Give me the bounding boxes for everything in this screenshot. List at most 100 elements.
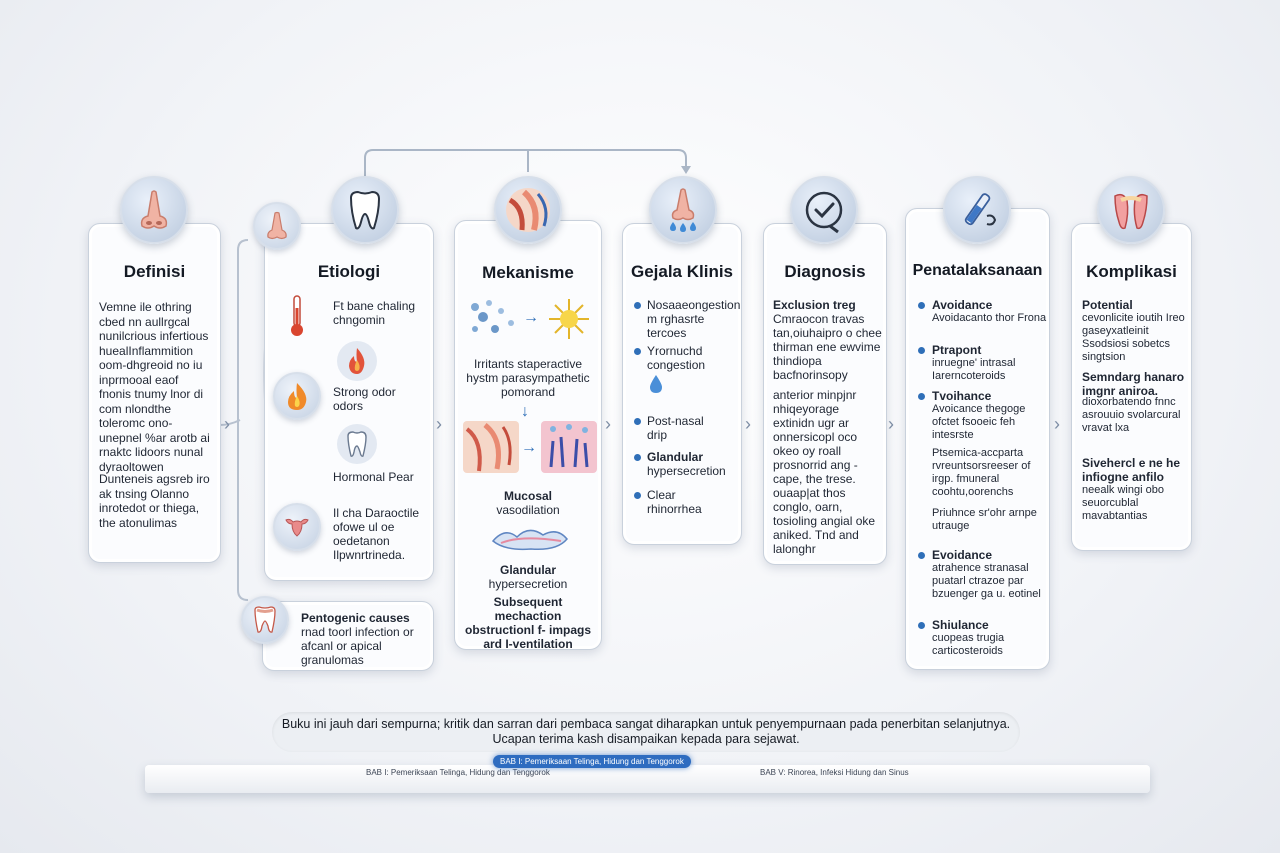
treatment-bullet (918, 552, 925, 559)
arrow-etiologi-mekanisme: › (436, 414, 442, 434)
cause-temperature: Ft bane chaling chngomin (333, 299, 416, 327)
uterus-icon (273, 503, 321, 551)
fire-icon-circle (273, 372, 321, 420)
card-gejala-klinis[interactable]: Gejala Klinis Nosaaeongestion m rghasrte… (622, 223, 742, 545)
particles-icon (467, 299, 519, 344)
treatment-6-title: Evoidance (932, 548, 993, 562)
treatment-2-title: Ptrapont (932, 343, 982, 357)
nose-icon-small (253, 202, 301, 250)
tooth-root-icon (241, 596, 289, 644)
symptom-3-sub: drip (647, 428, 668, 442)
arrow-down-icon: ↓ (521, 403, 529, 420)
card-penatalaksanaan[interactable]: Penatalaksanaan Avoidance Avoidacanto th… (905, 208, 1050, 670)
arrow-right-icon-2: → (521, 439, 537, 456)
chapter-link-left[interactable]: BAB I: Pemeriksaan Telinga, Hidung dan T… (366, 768, 550, 777)
definition-note: Dunteneis agsreb iro ak tnsing Olanno in… (99, 472, 210, 530)
symptom-bullet (634, 418, 641, 425)
card-mekanisme[interactable]: Mekanisme → Irritants staperactive hystm… (454, 220, 602, 650)
arrow-penatalaksanaan-komplikasi: › (1054, 414, 1060, 434)
complication-1-sub: cevonlicite ioutih Ireo gaseyxatleinit S… (1082, 312, 1185, 363)
tooth-icon-small (337, 424, 377, 464)
symptom-3-title: Post-nasal (647, 414, 704, 428)
chapter-link-active[interactable]: BAB I: Pemeriksaan Telinga, Hidung dan T… (493, 755, 691, 768)
treatment-bullet (918, 302, 925, 309)
droplet-icon (649, 374, 663, 399)
acknowledgement-note: Buku ini jauh dari sempurna; kritik dan … (272, 712, 1020, 752)
mechanism-obstruction: Subsequent mechaction obstructionl f- im… (465, 595, 591, 650)
symptom-1-title: Nosaaeongestion (647, 298, 741, 312)
acknowledgement-line-2: Ucapan terima kash disampaikan kepada pa… (492, 732, 800, 746)
diagnosis-lead: Exclusion treg (773, 298, 856, 312)
complication-1-title: Potential (1082, 298, 1133, 312)
chapter-shelf (145, 765, 1150, 793)
nasal-cavity-icon (494, 176, 562, 244)
card-title: Penatalaksanaan (912, 262, 1043, 279)
symptom-bullet (634, 492, 641, 499)
cause-other: Il cha Daraoctile ofowe ul oe oedetanon … (333, 506, 420, 562)
card-title: Mekanisme (482, 263, 574, 282)
arrow-right-icon: → (523, 309, 539, 326)
card-definisi[interactable]: Definisi Vemne ile othring cbed nn aullr… (88, 223, 221, 563)
check-badge-icon (790, 176, 858, 244)
treatment-bullet (918, 393, 925, 400)
acknowledgement-line-1: Buku ini jauh dari sempurna; kritik dan … (281, 717, 1011, 731)
treatment-1-title: Avoidance (932, 298, 993, 312)
card-title: Gejala Klinis (630, 262, 734, 281)
card-title: Definisi (123, 262, 186, 281)
tooth-icon (331, 176, 399, 244)
complication-3-title: Sivehercl e ne he infiogne anfilo (1082, 456, 1181, 484)
treatment-5-sub: Priuhnce sr'ohr arnpe utrauge (932, 507, 1037, 532)
treatment-6-sub: atrahence stranasal puatarl ctrazoe par … (932, 562, 1041, 600)
runny-nose-icon (649, 176, 717, 244)
complication-2-sub: dioxorbatendo fnnc asrouuio svolarcural … (1082, 396, 1181, 434)
card-etiologi[interactable]: Etiologi Ft bane chaling chngomin Strong… (264, 223, 434, 581)
mucosa-fold-icon (491, 523, 569, 558)
arrow-mekanisme-gejala: › (605, 414, 611, 434)
fire-icon (337, 341, 377, 381)
mechanism-hypersecretion: hypersecretion (488, 577, 568, 591)
symptom-4-sub: hypersecretion (647, 464, 726, 478)
complication-3-sub: neealk wingi obo seuorcublal mavabtantia… (1082, 484, 1164, 522)
complication-2-title: Semndarg hanaro imgnr aniroa. (1082, 370, 1185, 398)
symptom-2-sub: congestion (647, 358, 706, 372)
treatment-3-title: Tvoihance (932, 389, 992, 403)
diagnosis-block-1: Cmraocon travas tan,oiuhaipro o chee thi… (773, 312, 882, 382)
treatment-2-sub: inruegne' intrasal Iarerncoteroids (932, 357, 1016, 382)
treatment-1-sub: Avoidacanto thor Frona (932, 312, 1047, 324)
symptom-2-title: Yrornuchd (647, 344, 703, 358)
treatment-7-sub: cuopeas trugia carticosteroids (932, 632, 1005, 657)
treatment-7-title: Shiulance (932, 618, 989, 632)
symptom-5-sub: rhinorrhea (647, 502, 702, 516)
sinus-organ-icon (1097, 176, 1165, 244)
mechanism-glandular: Glandular (499, 563, 556, 577)
arrow-definisi-etiologi: › (224, 414, 230, 434)
treatment-3-sub: Avoicance thegoge ofctet fsooeic feh int… (932, 403, 1026, 441)
card-title: Etiologi (317, 262, 381, 281)
pentogenic-text: rnad toorl infection or afcanl or apical… (301, 625, 414, 667)
chapter-link-right[interactable]: BAB V: Rinorea, Infeksi Hidung dan Sinus (760, 768, 909, 777)
symptom-bullet (634, 454, 641, 461)
arrow-gejala-diagnosis: › (745, 414, 751, 434)
cause-hormonal: Hormonal Pear (333, 470, 414, 484)
mechanism-vasodilation: vasodilation (496, 503, 560, 517)
symptom-1-sub: m rghasrte tercoes (647, 312, 705, 340)
pentogenic-label: Pentogenic causes (301, 611, 410, 625)
card-komplikasi[interactable]: Komplikasi Potential cevonlicite ioutih … (1071, 223, 1192, 551)
thermometer-icon (287, 294, 307, 343)
cause-odor: Strong odor odors (333, 385, 396, 413)
symptom-5-title: Clear (647, 488, 676, 502)
nose-icon (120, 176, 188, 244)
symptom-bullet (634, 348, 641, 355)
card-diagnosis[interactable]: Diagnosis Exclusion treg Cmraocon travas… (763, 223, 887, 565)
symptom-4-title: Glandular (647, 450, 704, 464)
card-pentogenic-causes[interactable]: Pentogenic causes rnad toorl infection o… (262, 601, 434, 671)
card-title: Komplikasi (1086, 262, 1177, 281)
nasal-spray-icon (943, 176, 1011, 244)
diagnosis-block-2: anterior minpjnr nhiqeyorage extinidn ug… (773, 388, 876, 556)
nasal-cross-section-icon (463, 421, 519, 478)
pollen-icon (547, 297, 591, 346)
treatment-bullet (918, 622, 925, 629)
treatment-4-sub: Ptsemica-accparta rvreuntsorsreeser of i… (932, 447, 1031, 498)
arrow-diagnosis-penatalaksanaan: › (888, 414, 894, 434)
mechanism-irritants: Irritants staperactive hystm parasympath… (466, 357, 590, 399)
